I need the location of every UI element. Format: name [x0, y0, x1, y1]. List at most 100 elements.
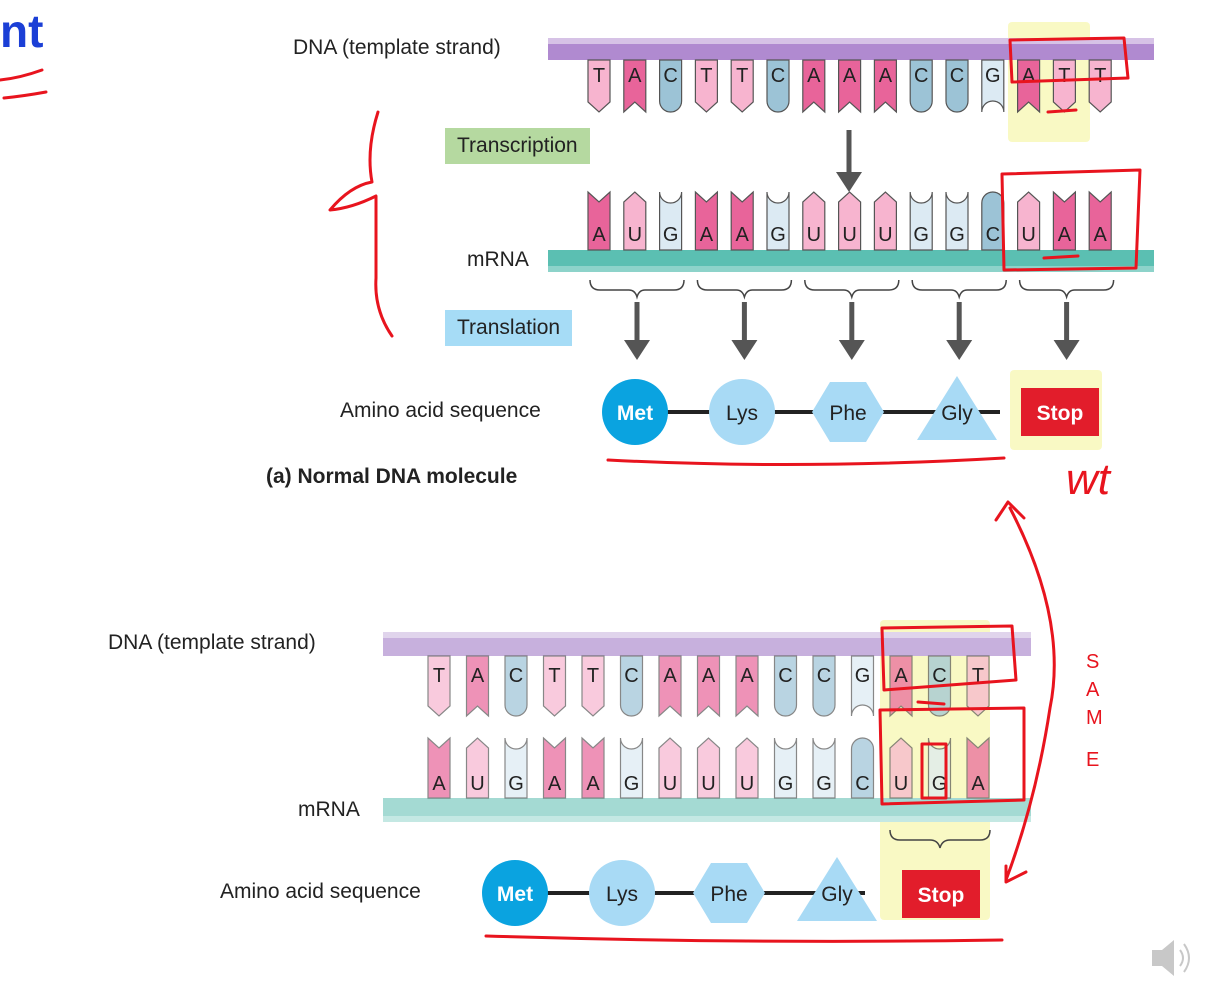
top-aa-gly-label: Gly: [941, 402, 973, 425]
bottom-aa-gly-label: Gly: [821, 883, 853, 906]
top-aa-gly: [917, 376, 997, 440]
bottom-aa-lys-label: Lys: [606, 883, 638, 906]
top-aa-met-label: Met: [617, 402, 653, 425]
translation-box: Translation: [445, 310, 573, 346]
bottom-dna-label: DNA (template strand): [108, 631, 316, 654]
bottom-aa-met-label: Met: [497, 883, 533, 906]
bottom-dna-base-letter: C: [624, 665, 638, 687]
top-mrna-base-letter: G: [663, 224, 679, 246]
top-mrna-base-shape: [1088, 190, 1112, 251]
bottom-mrna-base-letter: A: [548, 773, 562, 795]
annotation-wt: wt: [1066, 455, 1112, 504]
top-aa-phe-label: Phe: [829, 402, 866, 425]
bottom-mrna-base-letter: U: [894, 773, 908, 795]
top-translation-arrow-head: [1053, 340, 1080, 360]
bottom-mrna-base-shape: [504, 737, 528, 799]
top-dna-base-shape: [802, 59, 826, 114]
top-dna-base-shape: [1017, 59, 1041, 114]
top-dna-base-letter: T: [1094, 65, 1106, 87]
top-translation-arrow-head: [838, 340, 865, 360]
slide-title-fragment: nt: [0, 5, 44, 57]
annotation-same-1: S: [1086, 651, 1099, 673]
top-mrna-base-shape: [623, 191, 647, 251]
transcription-arrow: [836, 130, 862, 192]
bottom-dna-base-letter: C: [778, 665, 792, 687]
bottom-stop-label: Stop: [918, 884, 965, 907]
bottom-mrna-base-shape: [427, 736, 451, 799]
bottom-dna-base-shape: [658, 655, 682, 718]
top-dna-base-shape: [945, 59, 969, 113]
bottom-mrna-base-letter: U: [470, 773, 484, 795]
bottom-mrna-base-shape: [773, 737, 798, 799]
top-aa-lys: [709, 379, 775, 445]
top-codon-brace: [589, 279, 685, 300]
top-aa-met: [602, 379, 668, 445]
top-mrna-base-shape: [802, 191, 826, 251]
top-dna-base-shape: [1088, 59, 1112, 113]
bottom-dna-base-letter: A: [740, 665, 754, 687]
top-translation-arrow-head: [731, 340, 758, 360]
top-mrna-base-shape: [873, 191, 897, 251]
top-mrna-base-letter: A: [736, 224, 750, 246]
top-codon-brace: [696, 279, 793, 300]
transcription-box: Transcription: [445, 128, 590, 164]
top-mrna-base-shape: [766, 191, 790, 251]
top-mrna-base-letter: A: [1058, 224, 1072, 246]
top-mrna-base-shape: [838, 191, 862, 251]
bottom-mrna-base-letter: G: [624, 773, 640, 795]
bottom-dna-base-letter: A: [894, 665, 908, 687]
top-codon-braces: [589, 279, 1115, 300]
bottom-amino-chain: Met Lys Phe Gly Stop: [482, 857, 980, 926]
top-codon-brace: [911, 279, 1007, 300]
bottom-mrna-base-shape: [696, 737, 721, 799]
top-dna-base-shape: [659, 59, 683, 113]
top-mrna-base-letter: U: [807, 224, 821, 246]
bottom-mrna-base-shape: [465, 737, 490, 799]
top-dna-base-letter: G: [985, 65, 1001, 87]
figure-caption: (a) Normal DNA molecule: [266, 465, 518, 488]
bottom-mrna-base-shape: [889, 737, 913, 799]
bottom-dna-base-shape: [966, 655, 990, 717]
top-amino-chain: Met Lys Phe Gly Stop: [602, 376, 1099, 445]
top-dna-base-shape: [730, 59, 754, 113]
top-dna-base-letter: T: [1058, 65, 1070, 87]
bottom-aa-gly: [797, 857, 877, 921]
top-stop-box: [1021, 388, 1099, 436]
bottom-mrna-base-shape: [619, 737, 644, 799]
top-dna-base-shape: [694, 59, 718, 113]
bottom-stop-box: [902, 870, 980, 918]
top-dna-base-shape: [909, 59, 933, 113]
speaker-icon[interactable]: [1152, 940, 1190, 976]
bottom-aa-phe-label: Phe: [710, 883, 747, 906]
bottom-dna-base-shape: [773, 655, 798, 717]
top-dna-label: DNA (template strand): [293, 36, 501, 59]
top-mrna-base-shape: [730, 190, 754, 251]
bottom-dna-base-shape: [619, 655, 644, 717]
top-dna-base-shape: [873, 59, 897, 114]
top-mrna-base-letter: A: [700, 224, 714, 246]
annotation-same-2: A: [1086, 679, 1100, 701]
bottom-aa-lys: [589, 860, 655, 926]
top-mrna-base-letter: G: [949, 224, 965, 246]
bottom-mrna-base-letter: U: [663, 773, 677, 795]
bottom-dna-base-shape: [850, 655, 875, 717]
bottom-aa-met: [482, 860, 548, 926]
top-mrna-label: mRNA: [467, 248, 529, 271]
top-dna-base-shape: [766, 59, 790, 113]
top-codon-brace: [804, 279, 900, 300]
top-mrna-base-letter: U: [628, 224, 642, 246]
top-dna-base-letter: A: [807, 65, 821, 87]
bottom-dna-base-shape: [427, 655, 451, 717]
top-translation-arrows: [624, 302, 1080, 360]
top-mrna-base-letter: U: [878, 224, 892, 246]
top-mrna-base-shape: [909, 191, 933, 251]
top-dna-base-shape: [838, 59, 862, 114]
top-mrna-base-shape: [694, 190, 718, 251]
bottom-mrna-base-letter: U: [740, 773, 754, 795]
top-mrna-base-letter: U: [842, 224, 856, 246]
